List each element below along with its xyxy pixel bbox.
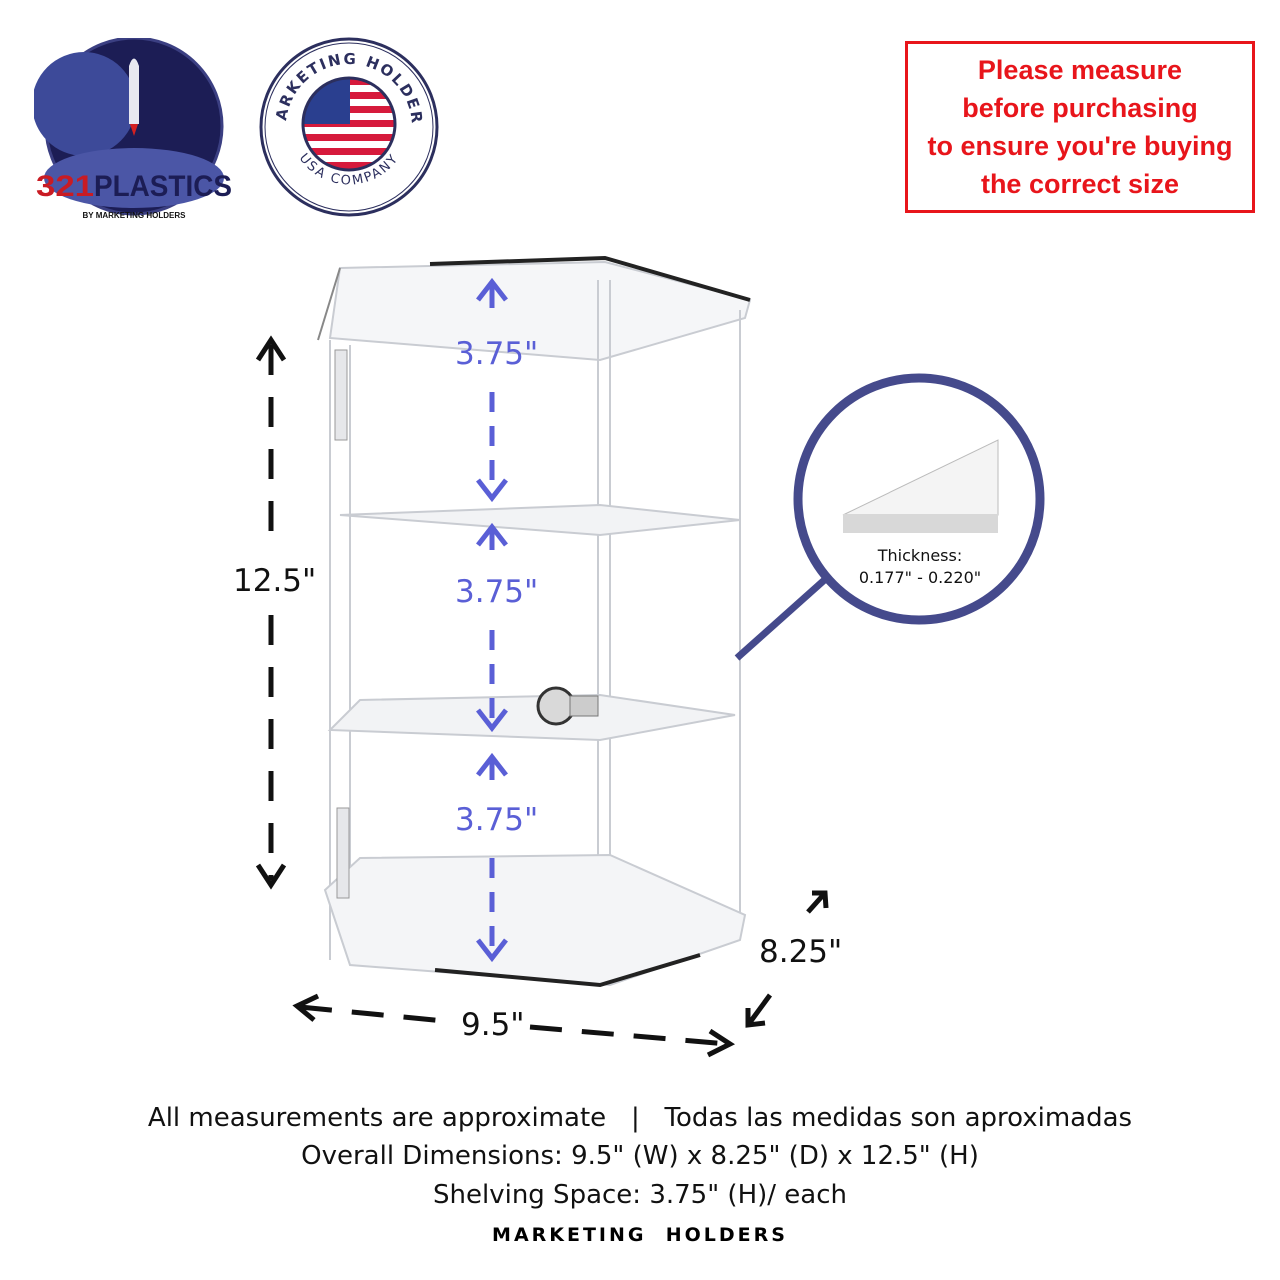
brand-name: MARKETING HOLDERS xyxy=(492,1224,788,1246)
shelf-space-label: 3.75" xyxy=(455,574,539,610)
svg-text:BY MARKETING HOLDERS: BY MARKETING HOLDERS xyxy=(83,211,187,220)
warning-line: before purchasing xyxy=(962,93,1198,123)
warning-line: Please measure xyxy=(977,55,1183,85)
approximate-note: All measurements are approximate | Todas… xyxy=(147,1103,1133,1133)
warning-line: the correct size xyxy=(980,169,1180,199)
thickness-info: Thickness: 0.177" - 0.220" xyxy=(830,545,1010,589)
321plastics-logo: 321 PLASTICS BY MARKETING HOLDERS xyxy=(32,36,234,223)
marketing-holders-usa-logo: MARKETING HOLDERS USA COMPANY xyxy=(250,22,440,218)
shelf-space-label: 3.75" xyxy=(455,336,539,372)
height-dimension-arrow xyxy=(255,335,287,890)
svg-text:PLASTICS: PLASTICS xyxy=(94,170,232,203)
shelf-space-label: 3.75" xyxy=(455,802,539,838)
svg-text:321: 321 xyxy=(36,170,94,203)
height-label: 12.5" xyxy=(233,563,317,599)
shelf-dimension-arrows xyxy=(476,277,508,963)
lock-icon xyxy=(536,686,599,726)
thickness-magnifier xyxy=(734,373,1045,661)
depth-label: 8.25" xyxy=(759,934,843,970)
width-label: 9.5" xyxy=(461,1007,525,1043)
thickness-label: Thickness: xyxy=(877,546,963,565)
shelving-space: Shelving Space: 3.75" (H)/ each xyxy=(433,1180,847,1210)
overall-dimensions: Overall Dimensions: 9.5" (W) x 8.25" (D)… xyxy=(301,1141,979,1171)
measure-warning: Please measure before purchasing to ensu… xyxy=(905,41,1255,213)
display-case-illustration xyxy=(255,255,1045,1058)
warning-line: to ensure you're buying xyxy=(927,131,1233,161)
width-dimension-arrow xyxy=(292,993,736,1058)
hinge-icon xyxy=(334,349,348,441)
thickness-value: 0.177" - 0.220" xyxy=(858,568,982,587)
depth-dimension-arrow xyxy=(745,890,829,1028)
hinge-icon xyxy=(336,807,350,899)
